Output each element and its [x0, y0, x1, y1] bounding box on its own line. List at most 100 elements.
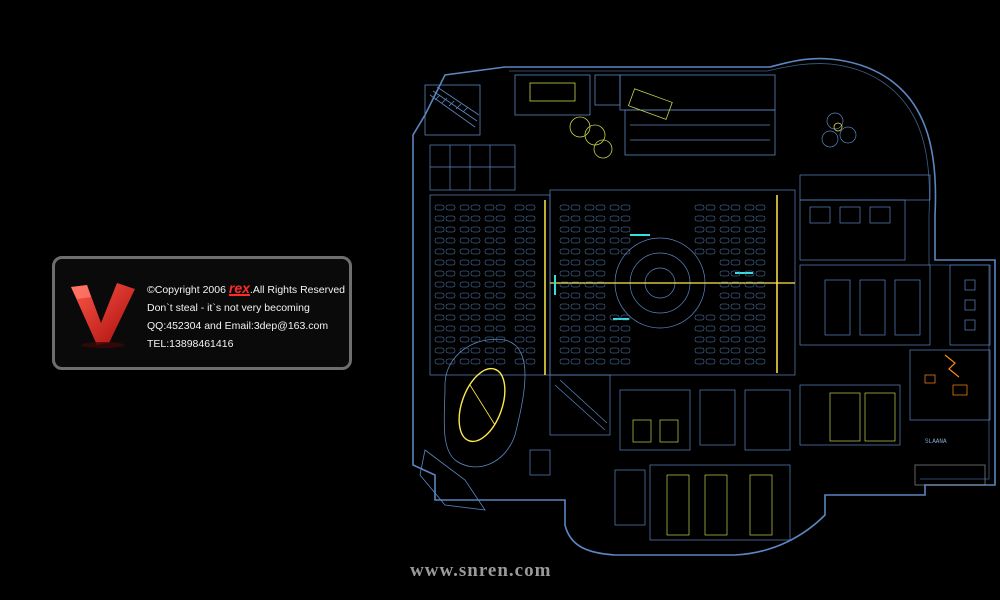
- seat-mark: [559, 259, 570, 266]
- seat-mark: [514, 226, 525, 233]
- copyright-prefix: ©Copyright 2006: [147, 284, 229, 296]
- seat-mark: [559, 215, 570, 222]
- seat-mark: [719, 303, 730, 310]
- seat-mark: [595, 325, 606, 332]
- seat-mark: [559, 237, 570, 244]
- seat-mark: [744, 325, 755, 332]
- seat-mark: [525, 303, 536, 310]
- seat-mark: [434, 314, 445, 321]
- seat-mark: [445, 259, 456, 266]
- phone-line: TEL:13898461416: [147, 338, 234, 350]
- seat-mark: [744, 226, 755, 233]
- seat-mark: [595, 358, 606, 365]
- seat-mark: [459, 248, 470, 255]
- seat-mark: [620, 237, 631, 244]
- seat-mark: [514, 204, 525, 211]
- seat-mark: [559, 336, 570, 343]
- seat-mark: [570, 237, 581, 244]
- seat-mark: [730, 325, 741, 332]
- seat-mark: [730, 226, 741, 233]
- seat-mark: [459, 314, 470, 321]
- seat-mark: [470, 303, 481, 310]
- seat-mark: [559, 292, 570, 299]
- seat-mark: [730, 292, 741, 299]
- seat-mark: [620, 204, 631, 211]
- seat-mark: [470, 281, 481, 288]
- seat-mark: [514, 314, 525, 321]
- seat-mark: [495, 281, 506, 288]
- seat-mark: [459, 259, 470, 266]
- seat-mark: [514, 336, 525, 343]
- seat-mark: [434, 303, 445, 310]
- seat-mark: [525, 259, 536, 266]
- seat-mark: [470, 248, 481, 255]
- seat-mark: [755, 204, 766, 211]
- seat-mark: [559, 270, 570, 277]
- seat-mark: [744, 314, 755, 321]
- seat-mark: [459, 270, 470, 277]
- seat-mark: [484, 314, 495, 321]
- seat-mark: [525, 226, 536, 233]
- seat-mark: [434, 336, 445, 343]
- seat-mark: [744, 270, 755, 277]
- seat-mark: [459, 226, 470, 233]
- seat-mark: [730, 248, 741, 255]
- floor-plan-drawing: SLAANA: [412, 57, 996, 556]
- seat-mark: [495, 226, 506, 233]
- sauna-label: SLAANA: [925, 438, 947, 445]
- seat-mark: [705, 226, 716, 233]
- seat-mark: [755, 248, 766, 255]
- seat-mark: [595, 336, 606, 343]
- seat-mark: [595, 248, 606, 255]
- seat-mark: [434, 270, 445, 277]
- seat-mark: [755, 270, 766, 277]
- seat-mark: [755, 281, 766, 288]
- seat-mark: [484, 325, 495, 332]
- seat-mark: [525, 336, 536, 343]
- seat-mark: [609, 215, 620, 222]
- seat-mark: [484, 358, 495, 365]
- seat-mark: [445, 270, 456, 277]
- copyright-line: ©Copyright 2006 rex.All Rights Reserved: [147, 281, 345, 299]
- seat-mark: [570, 215, 581, 222]
- seat-mark: [495, 358, 506, 365]
- seat-mark: [495, 270, 506, 277]
- seat-mark: [595, 347, 606, 354]
- seat-mark: [514, 270, 525, 277]
- seat-mark: [559, 204, 570, 211]
- seat-mark: [434, 292, 445, 299]
- seat-mark: [755, 259, 766, 266]
- seat-mark: [609, 237, 620, 244]
- seat-mark: [584, 248, 595, 255]
- seat-mark: [570, 226, 581, 233]
- red-v-logo-icon: [71, 283, 135, 348]
- bottom-rooms: [529, 349, 991, 541]
- seat-mark: [730, 259, 741, 266]
- seat-mark: [719, 248, 730, 255]
- seat-mark: [705, 248, 716, 255]
- seat-mark: [570, 259, 581, 266]
- seat-mark: [459, 281, 470, 288]
- seat-mark: [495, 204, 506, 211]
- brand-name: rex: [228, 280, 250, 296]
- seat-mark: [744, 204, 755, 211]
- seat-mark: [719, 314, 730, 321]
- seat-mark: [584, 336, 595, 343]
- seat-mark: [470, 336, 481, 343]
- seat-mark: [559, 347, 570, 354]
- seat-mark: [694, 314, 705, 321]
- seat-mark: [719, 259, 730, 266]
- seat-mark: [445, 303, 456, 310]
- seat-mark: [609, 325, 620, 332]
- seat-mark: [744, 248, 755, 255]
- seat-mark: [584, 347, 595, 354]
- warning-line: Don`t steal - it`s not very becoming: [147, 302, 310, 314]
- seat-mark: [705, 336, 716, 343]
- seat-mark: [514, 281, 525, 288]
- seat-mark: [595, 292, 606, 299]
- seat-mark: [559, 281, 570, 288]
- seat-mark: [584, 281, 595, 288]
- seat-mark: [584, 270, 595, 277]
- seat-mark: [595, 281, 606, 288]
- seat-mark: [570, 281, 581, 288]
